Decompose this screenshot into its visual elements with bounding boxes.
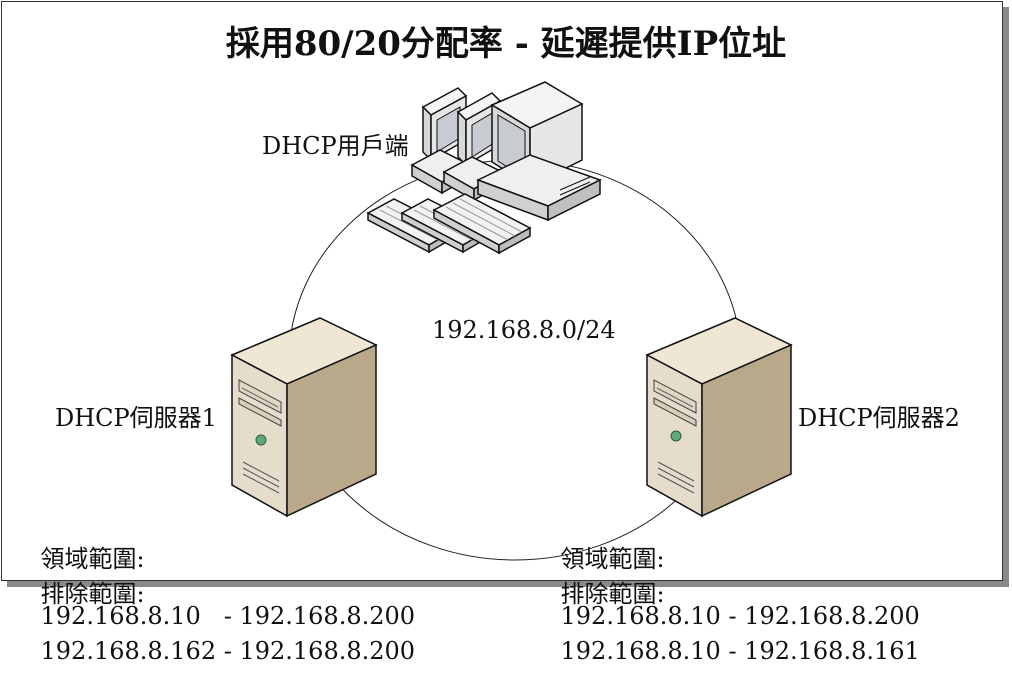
diagram-frame <box>1 1 1003 581</box>
server1-exclusion-label: 排除範圍: <box>40 580 145 608</box>
network-diagram-svg <box>230 81 793 561</box>
server2-scope-label: 領域範圍: <box>560 545 665 573</box>
desktop-computers-icon <box>366 81 602 255</box>
server1-exclusion-row: 排除範圍: 192.168.8.162 - 192.168.8.200 <box>10 546 416 693</box>
computer-front <box>476 81 602 222</box>
diagram-canvas: 採用80/20分配率 - 延遲提供IP位址 <box>1 1 1003 665</box>
server2-label: DHCP伺服器2 <box>798 404 960 432</box>
server2-exclusion-label: 排除範圍: <box>560 580 665 608</box>
server1-label: DHCP伺服器1 <box>55 404 217 432</box>
tower-server-icon <box>230 317 378 518</box>
server2-exclusion-row: 排除範圍: 192.168.8.10 - 192.168.8.161 <box>530 546 920 693</box>
subnet-label: 192.168.8.0/24 <box>432 316 616 344</box>
server1-exclusion-value: 192.168.8.162 - 192.168.8.200 <box>40 637 416 665</box>
client-label: DHCP用戶端 <box>262 132 409 160</box>
diagram-title: 採用80/20分配率 - 延遲提供IP位址 <box>225 24 787 64</box>
server1-scope-label: 領域範圍: <box>40 545 145 573</box>
server2-exclusion-value: 192.168.8.10 - 192.168.8.161 <box>560 637 920 665</box>
tower-server-icon <box>645 317 793 518</box>
keyboard-3 <box>432 193 532 255</box>
